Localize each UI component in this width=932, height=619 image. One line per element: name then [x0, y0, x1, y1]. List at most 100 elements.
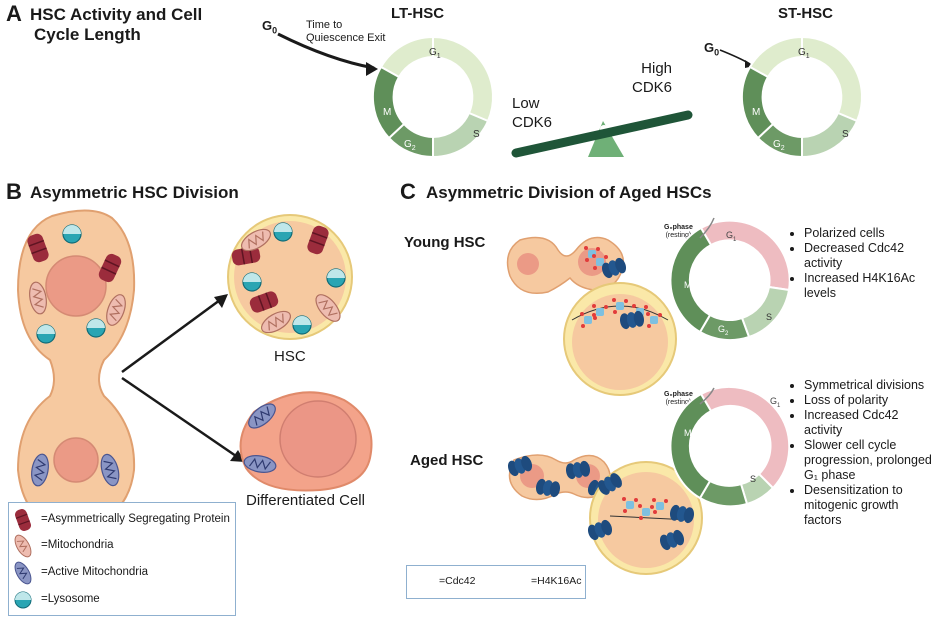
aged-bullet: Increased Cdc42 activity	[804, 408, 932, 438]
lt-m-text: M	[383, 107, 391, 118]
young-g2-text: G2	[718, 324, 729, 337]
legend-lysosome-text: =Lysosome	[41, 593, 100, 605]
protein-icon	[230, 244, 262, 268]
seesaw-fulcrum	[588, 121, 624, 157]
aged-g0phase-label: G₀phase (resting)	[664, 391, 693, 406]
lysosome-icon	[62, 224, 82, 244]
lt-cycle-s-segment	[432, 111, 490, 159]
cdc42-icon	[618, 310, 646, 330]
lysosome-icon	[292, 315, 312, 335]
st-exit-arrowhead	[745, 60, 754, 68]
panel-a-title: HSC Activity and Cell Cycle Length	[30, 5, 202, 45]
cdc42-icon	[585, 518, 615, 542]
low-cdk6-label: Low CDK6	[512, 95, 553, 131]
hsc-daughter-inner	[234, 221, 346, 333]
arrow-to-diff-head	[230, 450, 245, 462]
quiescence-exit-arrowhead	[366, 62, 378, 76]
aged-bullet: Loss of polarity	[804, 393, 932, 408]
h4k16ac-icon	[622, 497, 638, 513]
time-to-quiescence-label: Time to Quiescence Exit	[306, 19, 386, 44]
lt-hsc-cycle: G1 S G2 M	[371, 35, 495, 159]
lt-cycle-g1-segment	[432, 35, 495, 123]
active-mitochondria-icon	[97, 451, 123, 489]
lower-nucleus	[53, 437, 99, 483]
st-g2-text: G2	[773, 139, 785, 152]
upper-nucleus	[45, 255, 107, 317]
differentiated-cell-label: Differentiated Cell	[246, 492, 365, 509]
mitochondria-icon	[237, 224, 275, 256]
h4k16ac-icon	[646, 312, 662, 328]
aged-cycle-m-segment	[669, 392, 713, 500]
legend-cdc42-text: =Cdc42	[439, 575, 476, 587]
active-mitochondria-icon	[28, 452, 52, 488]
h4k16ac-icon	[592, 254, 608, 270]
cdc42-icon	[599, 256, 629, 280]
protein-icon	[247, 288, 281, 316]
active-mitochondria-icon	[14, 561, 32, 585]
mitochondria-icon	[257, 306, 295, 338]
young-m-text: M	[684, 280, 692, 290]
cdc42-icon	[534, 478, 562, 498]
young-daughter-inner	[572, 294, 668, 390]
aged-m-text: M	[684, 428, 692, 438]
panel-a-title-line2: Cycle Length	[34, 25, 141, 44]
panel-b-letter: B	[6, 179, 22, 204]
aged-cycle-g2-segment	[698, 479, 749, 508]
st-cycle-g2-segment	[756, 122, 803, 159]
aged-bullet: Slower cell cycle progression, prolonged…	[804, 438, 932, 483]
legend-protein-text: =Asymmetrically Segregating Protein	[41, 513, 230, 525]
arrow-to-hsc-head	[214, 294, 228, 308]
st-cycle-s-segment	[801, 111, 859, 159]
aged-line	[609, 515, 691, 521]
legend-active-mitochondria-text: =Active Mitochondria	[41, 566, 149, 578]
young-left-nucleus	[517, 253, 539, 275]
lt-cycle-g2-segment	[387, 122, 434, 159]
h4k16ac-icon	[652, 498, 668, 514]
young-cycle-g2-segment	[698, 313, 751, 342]
young-bullet: Increased H4K16Ac levels	[804, 271, 932, 301]
young-g0phase-label: G₀phase (resting)	[664, 224, 693, 239]
cdc42-icon	[657, 528, 687, 552]
young-g0-arrow	[699, 217, 715, 239]
differentiated-nucleus	[279, 400, 357, 478]
legend-mitochondria-text: =Mitochondria	[41, 539, 114, 551]
aged-bullet: Desensitization to mitogenic growth fact…	[804, 483, 932, 528]
hsc-daughter-cell	[227, 214, 353, 340]
lysosome-icon	[273, 222, 293, 242]
arrow-to-hsc	[121, 298, 221, 374]
st-cycle-g1-segment-b	[748, 35, 803, 79]
young-bullet: Decreased Cdc42 activity	[804, 241, 932, 271]
st-m-text: M	[752, 107, 760, 118]
st-hsc-cycle: G1 S G2 M	[740, 35, 864, 159]
protein-icon	[96, 251, 124, 285]
young-hsc-bullets: Polarized cells Decreased Cdc42 activity…	[790, 226, 932, 301]
h4k16ac-icon	[612, 298, 628, 314]
lt-cycle-m-segment	[371, 65, 406, 140]
g0-label-lt: G0	[262, 18, 278, 36]
aged-cycle-s-segment	[739, 472, 775, 506]
aged-left-nucleus	[520, 464, 544, 488]
panel-c-title: Asymmetric Division of Aged HSCs	[426, 183, 712, 202]
young-right-nucleus	[578, 248, 606, 276]
arrow-to-diff	[121, 376, 237, 458]
panel-a-title-line1: HSC Activity and Cell	[30, 5, 203, 24]
panel-b-legend: =Asymmetrically Segregating Protein =Mit…	[8, 502, 236, 616]
young-cycle-g1-segment	[699, 219, 791, 292]
legend-icons	[14, 509, 32, 609]
lysosome-icon	[36, 324, 56, 344]
young-hsc-label: Young HSC	[404, 234, 486, 251]
panel-c-legend: =Cdc42 =H4K16Ac	[406, 565, 586, 599]
panel-c-letter: C	[400, 179, 416, 204]
aged-cycle-g1-segment	[699, 385, 791, 490]
st-exit-arrow	[719, 49, 751, 65]
cdc42-icon	[668, 504, 696, 524]
mitochondria-icon	[26, 280, 50, 316]
st-cycle-m-segment	[740, 65, 775, 140]
aged-daughter-inner	[598, 472, 694, 568]
young-cycle-m-segment	[669, 226, 713, 334]
legend-h4k16ac-text: =H4K16Ac	[531, 575, 582, 587]
high-cdk6-label: High CDK6	[632, 60, 673, 96]
aged-s-text: S	[750, 474, 756, 484]
young-s-text: S	[766, 312, 772, 322]
aged-bullet: Symmetrical divisions	[804, 378, 932, 393]
